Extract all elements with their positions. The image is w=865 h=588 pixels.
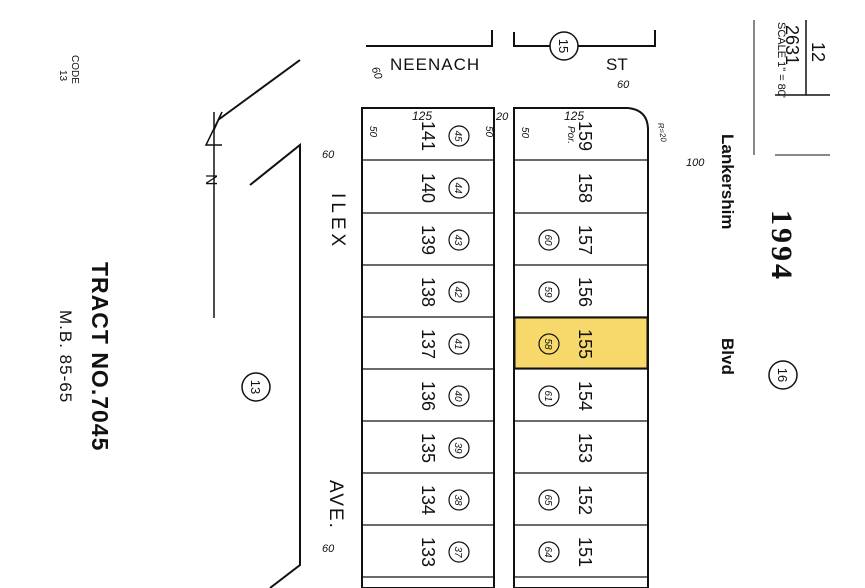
svg-text:16: 16 [775,368,790,382]
right-parcel-circle [538,489,560,511]
right-parcel-circle [538,541,560,563]
street-blvd: Blvd [718,338,737,375]
left-lot-number: 141 [418,121,438,151]
width-ilex-bottom: 60 [322,543,335,555]
left-lot-number: 140 [418,173,438,203]
street-lankershim: Lankershim [718,134,737,229]
street-ilex: ILEX [327,193,348,250]
left-parcel-number: 37 [452,546,463,558]
left-parcel-number: 44 [452,182,463,194]
block-15-circle: 15 [549,31,579,61]
street-ave: AVE. [325,480,346,530]
width-ilex-top: 60 [322,149,335,161]
north-arrow-icon [204,111,223,318]
north-arrow-label: N [202,174,219,186]
dim-radius: R=20 [656,122,668,143]
left-lot-number: 133 [418,537,438,567]
right-lot-number: 155 [575,329,595,359]
left-parcel-circle [448,489,470,511]
right-parcel-circle [538,333,560,355]
right-parcel-number: 64 [542,546,553,558]
right-parcel-number: 60 [542,234,553,246]
block-16-circle: 16 [768,360,798,390]
left-lot-column: 141 45 140 44 139 43 138 42 137 41 136 40 135 39 134 38… [418,121,470,567]
right-parcel-circle [538,229,560,251]
left-lot-number: 139 [418,225,438,255]
svg-text:SCALE 1" = 80': SCALE 1" = 80' [775,22,787,98]
right-parcel-number: 58 [542,338,553,350]
svg-text:13: 13 [248,380,263,394]
left-lot-number: 136 [418,381,438,411]
left-parcel-number: 43 [452,234,463,246]
dim-left-depth: 125 [412,109,432,123]
dim-frontage-right: 50 [519,127,530,139]
left-lot-number: 137 [418,329,438,359]
right-lot-number: 156 [575,277,595,307]
right-lot-column: 159 158 157 60 156 59 155 58 154 61 153 152 65 151 64 [538,121,595,567]
svg-text:15: 15 [556,39,571,53]
left-lot-number: 138 [418,277,438,307]
left-parcel-number: 40 [452,390,463,402]
right-parcel-number: 65 [542,494,553,506]
right-lot-number: 158 [575,173,595,203]
tract-title: TRACT NO.7045 [87,262,113,451]
dim-alley: 20 [495,111,509,123]
code-label: CODE [69,55,80,84]
left-parcel-circle [448,125,470,147]
dim-right-depth: 125 [564,109,584,123]
svg-text:1994: 1994 [765,210,798,282]
street-neenach: NEENACH [390,55,480,74]
code-value: 13 [57,70,68,82]
dim-frontage-mid: 50 [483,126,494,138]
left-parcel-number: 38 [452,494,463,506]
left-lot-number: 134 [418,485,438,515]
page-reference: 2631 12 SCALE 1" = 80' 1994 [753,20,830,282]
left-parcel-circle [448,177,470,199]
street-st: ST [606,55,628,74]
left-parcel-number: 39 [452,442,463,454]
left-parcel-circle [448,281,470,303]
left-parcel-circle [448,229,470,251]
svg-text:12: 12 [808,42,828,62]
left-parcel-circle [448,333,470,355]
left-parcel-circle [448,437,470,459]
lot-dividers [362,159,648,578]
left-parcel-number: 42 [452,286,463,298]
tract-book: M.B. 85-65 [56,310,75,403]
right-parcel-circle [538,281,560,303]
left-parcel-circle [448,541,470,563]
right-parcel-number: 59 [542,286,553,298]
right-block [513,107,649,588]
left-parcel-number: 45 [452,130,463,142]
left-parcel-circle [448,385,470,407]
left-block [361,107,495,588]
right-lot-number: 157 [575,225,595,255]
right-lot-number: 159 [575,121,595,151]
block-13-circle: 13 [241,372,271,402]
right-parcel-number: 61 [542,390,553,401]
right-lot-number: 154 [575,381,595,411]
right-lot-number: 151 [575,537,595,567]
highlighted-lot-155 [514,317,648,369]
right-parcel-circle [538,385,560,407]
svg-text:2631: 2631 [782,25,802,65]
width-lankershim: 100 [686,157,705,169]
right-lot-number: 152 [575,485,595,515]
width-st: 60 [617,79,630,91]
dim-por: Por. [565,126,576,144]
left-lot-number: 135 [418,433,438,463]
left-parcel-number: 41 [452,338,463,349]
width-neenach: 60 [369,65,385,81]
dim-frontage-left: 50 [367,126,378,138]
right-lot-number: 153 [575,433,595,463]
